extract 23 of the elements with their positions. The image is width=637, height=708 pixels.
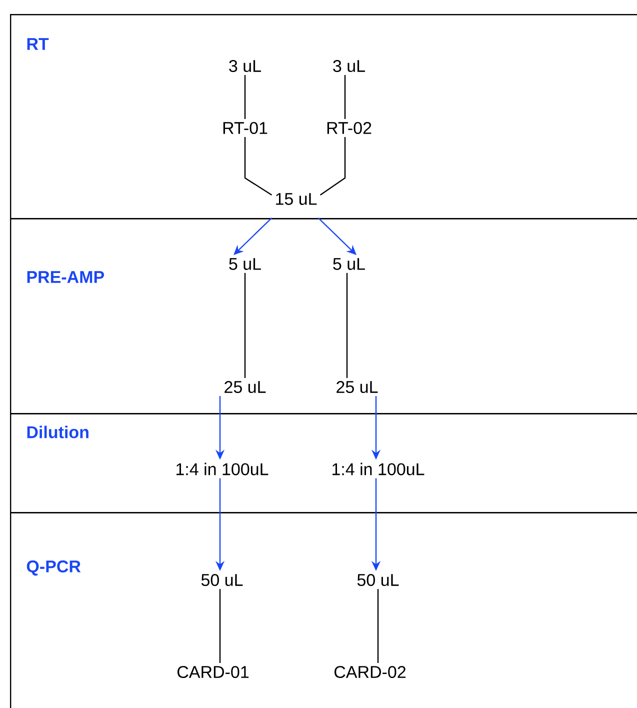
volume-label: 1:4 in 100uL [332,462,424,476]
connector-line [219,589,221,663]
volume-label: 5 uL [333,258,365,270]
connector-line [377,589,379,663]
connector-line [346,272,348,378]
volume-label: RT-02 [327,122,372,134]
volume-label: 3 uL [333,60,365,72]
volume-label: 1:4 in 100uL [176,462,268,476]
volume-label: 50 uL [357,574,399,586]
connector-line [344,75,346,119]
volume-label: 15 uL [276,193,317,205]
volume-label: 3 uL [229,60,261,72]
connector-line [244,75,246,119]
volume-label: RT-01 [223,122,268,134]
connector-line [320,137,346,196]
volume-label: 25 uL [224,380,266,394]
connector-line [244,137,272,196]
volume-label: 25 uL [336,380,378,394]
volume-label: CARD-01 [178,666,249,678]
volume-label: 5 uL [229,258,261,270]
volume-label: 50 uL [201,574,243,586]
connector-line [244,272,246,378]
volume-label: CARD-02 [334,666,406,678]
